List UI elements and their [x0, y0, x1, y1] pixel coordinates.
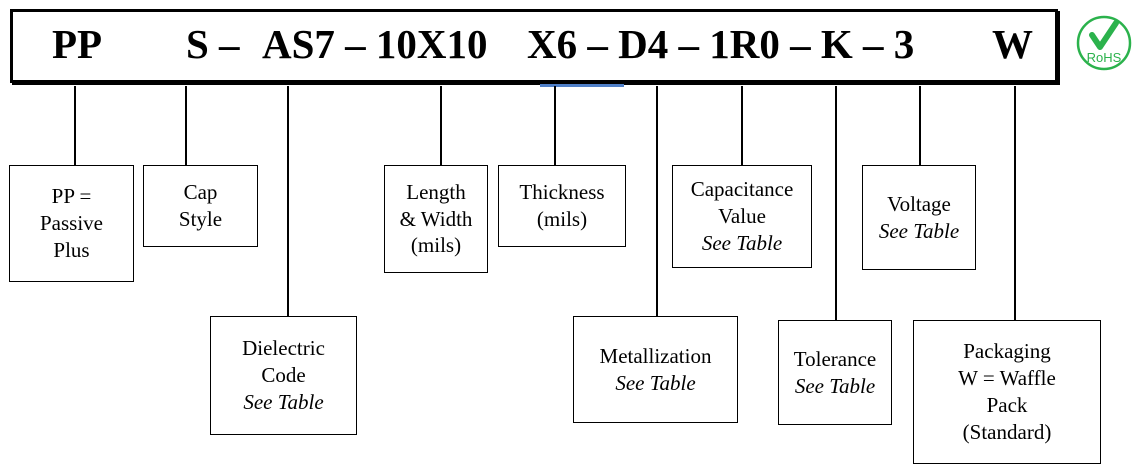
label-metallization: Metallization See Table — [573, 316, 738, 423]
connector-metallization — [656, 86, 658, 316]
label-packaging: Packaging W = Waffle Pack (Standard) — [913, 320, 1101, 464]
part-number-box — [10, 9, 1058, 83]
connector-tolerance — [835, 86, 837, 320]
segment-pp: PP — [52, 21, 103, 67]
label-passive-plus: PP = Passive Plus — [9, 165, 134, 282]
label-length-width: Length & Width (mils) — [384, 165, 488, 273]
segment-cap-style: S – — [186, 21, 240, 67]
connector-thickness — [554, 86, 556, 165]
segment-thickness-to-voltage: X6 – D4 – 1R0 – K – 3 — [527, 21, 915, 67]
label-capacitance: Capacitance Value See Table — [672, 165, 812, 268]
thickness-underline — [540, 84, 624, 87]
connector-voltage — [919, 86, 921, 165]
connector-packaging — [1014, 86, 1016, 320]
connector-capacitance — [741, 86, 743, 165]
label-thickness: Thickness (mils) — [498, 165, 626, 247]
label-cap-style: Cap Style — [143, 165, 258, 247]
segment-packaging: W — [992, 21, 1033, 67]
label-voltage: Voltage See Table — [862, 165, 976, 270]
connector-length-width — [440, 86, 442, 165]
connector-pp — [74, 86, 76, 165]
label-dielectric: Dielectric Code See Table — [210, 316, 357, 435]
rohs-label: RoHS — [1087, 50, 1122, 65]
connector-cap-style — [185, 86, 187, 165]
label-tolerance: Tolerance See Table — [778, 320, 892, 425]
rohs-badge-icon: RoHS — [1076, 15, 1132, 71]
segment-dielectric-size: AS7 – 10X10 — [262, 21, 488, 67]
connector-dielectric — [287, 86, 289, 316]
